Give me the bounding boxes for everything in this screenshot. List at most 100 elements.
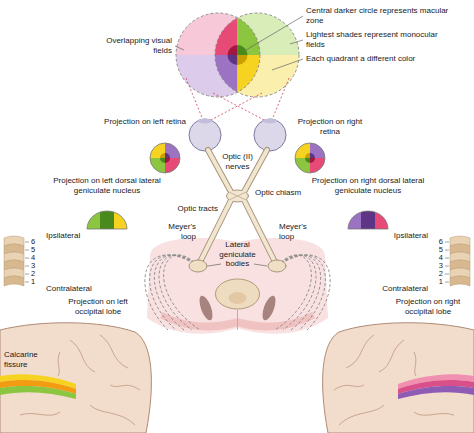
- lgn-projection: [100, 210, 114, 230]
- lgn-layers: [445, 274, 449, 275]
- visual-field-circle: [238, 0, 308, 105]
- layer-number: 4: [434, 254, 443, 262]
- retina-projection: [150, 143, 180, 173]
- visual-field-circle: [170, 0, 238, 55]
- layer-number: 1: [31, 278, 40, 286]
- structure-label: Optic tracts: [160, 204, 218, 214]
- lgn-layers: [25, 242, 29, 282]
- projection-label: Projection on right dorsal lateral genic…: [309, 176, 427, 195]
- lgn-projection: [361, 210, 375, 230]
- occipital-lobe: [323, 323, 474, 433]
- eyeball: [263, 119, 277, 124]
- optic-pathway: [229, 192, 246, 200]
- eyeball: [254, 119, 286, 151]
- layer-number: 5: [434, 246, 443, 254]
- retina-projection: [310, 153, 315, 158]
- visual-field-circle: [238, 55, 308, 105]
- retina-projection: [305, 153, 315, 163]
- occipital-lobe: [398, 386, 474, 399]
- leader-line: [208, 264, 221, 266]
- field-note: Lightest shades represent monocular fiel…: [306, 30, 456, 49]
- layer-side-label: Ipsilateral: [46, 231, 80, 241]
- visual-field-circle: [170, 0, 238, 55]
- lgn-layers: [445, 236, 470, 286]
- layer-side-label: Ipsilateral: [376, 231, 428, 241]
- lgn-layers: [25, 250, 29, 251]
- layer-number: 6: [434, 238, 443, 246]
- layer-number: 3: [31, 262, 40, 270]
- projection-label: Projection on left occipital lobe: [56, 297, 140, 316]
- leader-line: [290, 40, 303, 44]
- occipital-lobe: [0, 323, 151, 433]
- retina-projection: [295, 143, 325, 173]
- light-ray: [186, 78, 203, 120]
- light-ray: [213, 93, 266, 121]
- projection-label: Projection on left retina: [104, 117, 186, 127]
- field-note: Each quadrant a different color: [306, 54, 466, 64]
- layer-number: 2: [31, 270, 40, 278]
- projection-label: Projection on right occipital lobe: [386, 297, 470, 316]
- retina-projection: [310, 158, 315, 163]
- visual-field-circle: [225, 42, 238, 55]
- retina-projection: [165, 158, 170, 163]
- structure-label: Meyer's loop: [279, 222, 317, 241]
- retina-projection: [160, 158, 165, 163]
- brain-base: [216, 279, 260, 309]
- retina-projection: [305, 153, 310, 158]
- optic-pathway: [268, 260, 286, 272]
- visual-field-circle: [225, 42, 251, 68]
- retina-projection: [295, 143, 325, 173]
- occipital-lobe: [110, 385, 140, 390]
- brain-base: [237, 310, 238, 330]
- eyeball: [198, 119, 212, 124]
- lgn-projection: [87, 210, 388, 230]
- retina-projection: [160, 153, 170, 163]
- layer-number: 3: [434, 262, 443, 270]
- optic-pathway: [229, 192, 246, 200]
- visual-field-circle: [238, 55, 251, 68]
- light-ray: [209, 93, 262, 121]
- brain-base: [229, 292, 247, 304]
- occipital-lobe: [20, 412, 60, 415]
- occipital-lobe: [414, 352, 416, 376]
- brain-base: [260, 294, 278, 322]
- occipital-lobe: [323, 323, 474, 433]
- lgn-layers: [445, 282, 449, 283]
- eyeball: [189, 119, 221, 151]
- field-note: Overlapping visual fields: [98, 36, 172, 55]
- lgn-layers: [4, 276, 24, 286]
- lgn-layers: [445, 258, 449, 259]
- structure-label: Optic (II) nerves: [216, 152, 260, 171]
- retina-projection: [150, 143, 325, 173]
- visual-field-circle: [176, 13, 260, 97]
- lgn-projection: [87, 211, 127, 229]
- structure-label: Meyer's loop: [158, 222, 196, 241]
- occipital-lobe: [339, 405, 384, 425]
- retina-projection: [150, 143, 180, 173]
- field-note: Central darker circle represents macular…: [306, 6, 456, 25]
- optic-pathway: [189, 260, 207, 272]
- leader-line: [272, 59, 303, 70]
- occipital-lobe: [0, 386, 76, 399]
- occipital-lobe: [346, 335, 374, 368]
- lgn-projection: [348, 210, 388, 230]
- occipital-lobe: [0, 323, 151, 433]
- visual-field-circle: [170, 55, 238, 105]
- lgn-layers: [25, 282, 29, 283]
- lgn-layers: [445, 242, 449, 282]
- occipital-lobe: [58, 352, 60, 376]
- eyeball: [189, 119, 286, 152]
- leader-line: [175, 46, 184, 50]
- projection-label: Projection on left dorsal lateral genicu…: [48, 176, 166, 195]
- lgn-layers: [445, 266, 449, 267]
- layer-side-label: Contralateral: [368, 284, 428, 294]
- lgn-layers: [450, 276, 470, 286]
- projection-label: Projection on right retina: [289, 117, 371, 136]
- visual-field-circle: [238, 0, 308, 55]
- lgn-layers: [25, 266, 29, 267]
- lgn-projection: [348, 211, 388, 229]
- layer-number: 5: [31, 246, 40, 254]
- retina-projection: [305, 158, 310, 163]
- structure-label: Calcarine fissure: [4, 350, 48, 369]
